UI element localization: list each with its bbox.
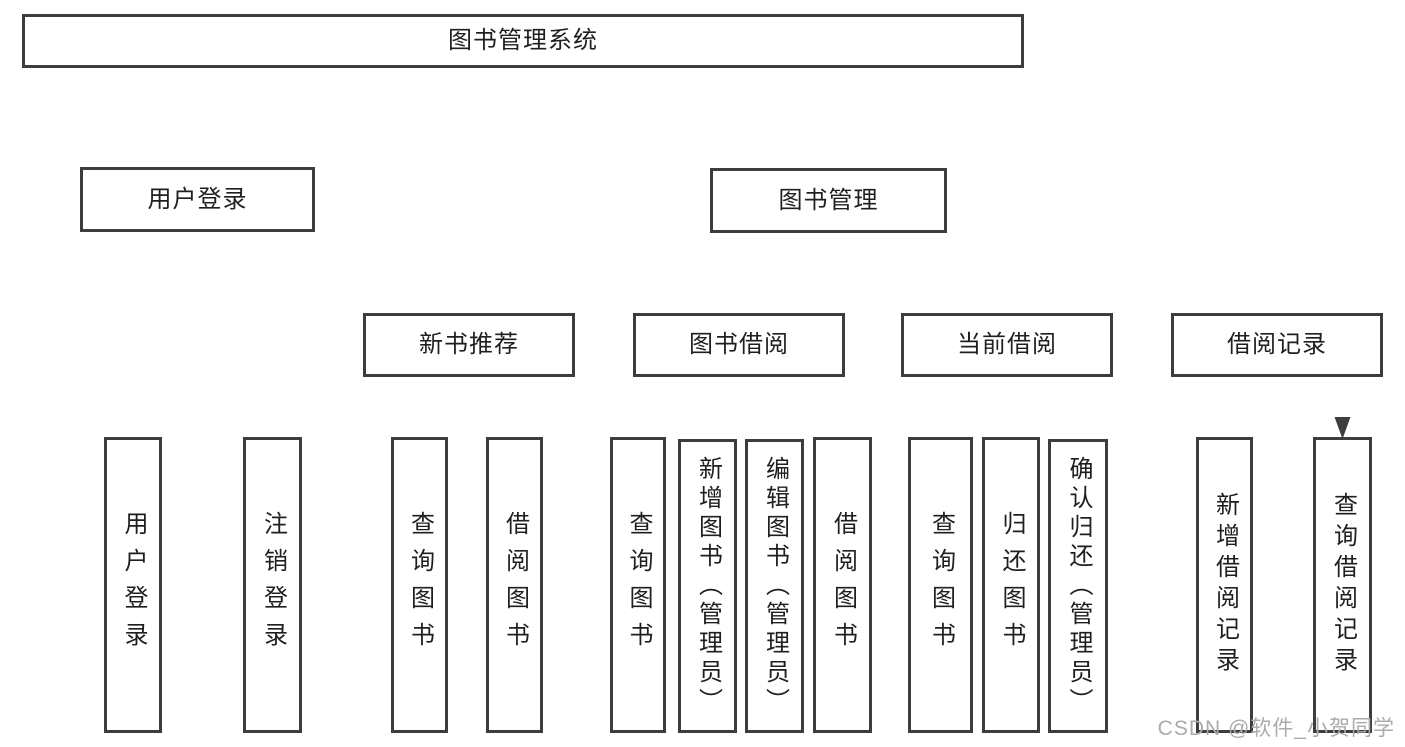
node-edit-book: 编辑图书（管理员） bbox=[745, 439, 804, 733]
node-new-books: 新书推荐 bbox=[363, 313, 575, 377]
node-current-borrow: 当前借阅 bbox=[901, 313, 1113, 377]
node-query-books-2: 查询图书 bbox=[610, 437, 666, 733]
node-label-mgmt: 图书管理 bbox=[778, 186, 879, 214]
node-label-add-book: 新增图书（管理员） bbox=[694, 455, 722, 717]
node-label-login: 用户登录 bbox=[147, 185, 248, 213]
node-book-borrow: 图书借阅 bbox=[633, 313, 845, 377]
node-label-logout: 注销登录 bbox=[259, 511, 287, 659]
node-label-borrow-books-2: 借阅图书 bbox=[829, 511, 857, 659]
node-label-query-borrow-record: 查询借阅记录 bbox=[1329, 492, 1357, 678]
node-confirm-return: 确认归还（管理员） bbox=[1048, 439, 1108, 733]
node-query-borrow-record: 查询借阅记录 bbox=[1313, 437, 1372, 733]
node-label-query-books-2: 查询图书 bbox=[625, 511, 652, 659]
node-add-book: 新增图书（管理员） bbox=[678, 439, 737, 733]
node-label-confirm-return: 确认归还（管理员） bbox=[1065, 455, 1092, 717]
node-label-new-books: 新书推荐 bbox=[419, 331, 519, 358]
node-label-borrow-books-1: 借阅图书 bbox=[501, 511, 529, 659]
node-label-edit-book: 编辑图书（管理员） bbox=[761, 455, 789, 717]
node-login: 用户登录 bbox=[80, 167, 315, 232]
node-label-borrow-records: 借阅记录 bbox=[1227, 331, 1327, 358]
node-label-query-books-1: 查询图书 bbox=[406, 511, 434, 659]
node-return-book: 归还图书 bbox=[982, 437, 1040, 733]
node-query-books-1: 查询图书 bbox=[391, 437, 448, 733]
watermark: CSDN @软件_小贺同学 bbox=[1157, 717, 1395, 740]
node-label-root: 图书管理系统 bbox=[448, 27, 598, 54]
node-query-books-3: 查询图书 bbox=[908, 437, 973, 733]
node-add-borrow-record: 新增借阅记录 bbox=[1196, 437, 1253, 733]
node-logout: 注销登录 bbox=[243, 437, 302, 733]
node-mgmt: 图书管理 bbox=[710, 168, 947, 233]
node-label-current-borrow: 当前借阅 bbox=[957, 331, 1057, 358]
node-label-query-books-3: 查询图书 bbox=[927, 511, 955, 659]
node-borrow-books-2: 借阅图书 bbox=[813, 437, 872, 733]
node-label-book-borrow: 图书借阅 bbox=[689, 331, 789, 358]
node-label-user-login: 用户登录 bbox=[120, 511, 147, 659]
node-user-login: 用户登录 bbox=[104, 437, 162, 733]
node-borrow-books-1: 借阅图书 bbox=[486, 437, 543, 733]
node-label-add-borrow-record: 新增借阅记录 bbox=[1211, 492, 1239, 678]
node-borrow-records: 借阅记录 bbox=[1171, 313, 1383, 377]
node-label-return-book: 归还图书 bbox=[998, 511, 1025, 659]
node-root: 图书管理系统 bbox=[22, 14, 1024, 68]
